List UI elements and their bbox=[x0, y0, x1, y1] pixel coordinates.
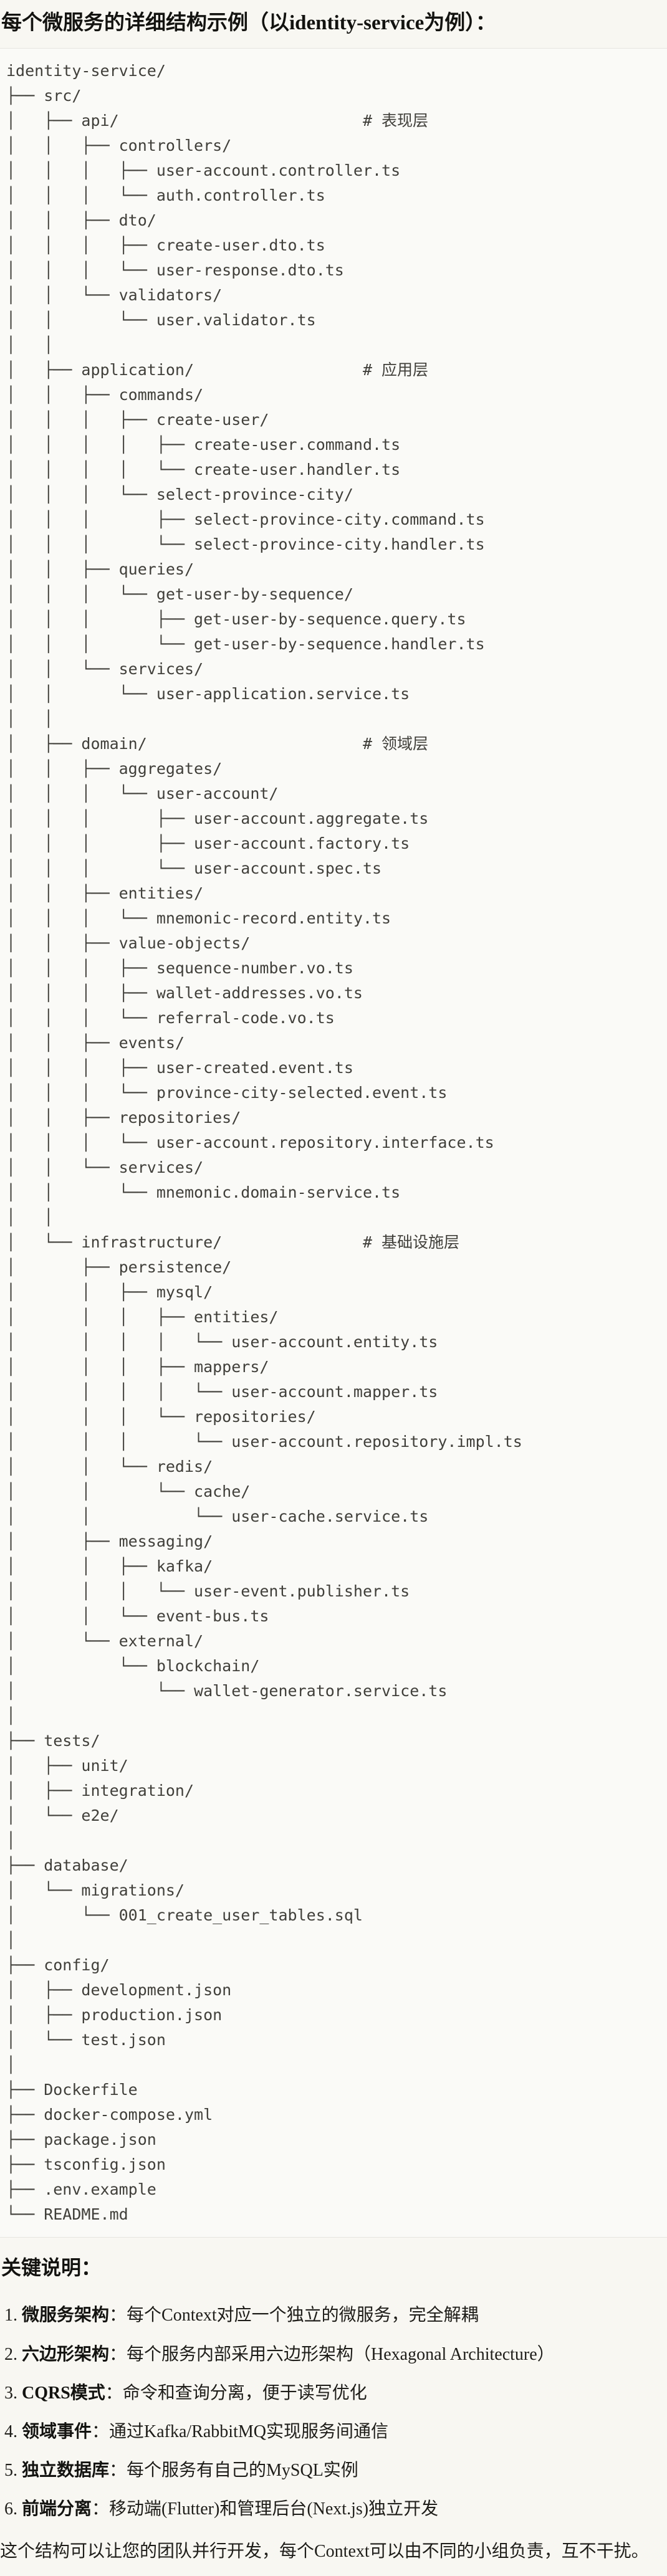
list-item-number: 4. bbox=[4, 2422, 17, 2442]
list-item-number: 5. bbox=[4, 2461, 17, 2481]
list-item-desc: ：通过Kafka/RabbitMQ实现服务间通信 bbox=[92, 2422, 388, 2442]
page-title: 每个微服务的详细结构示例（以identity-service为例）： bbox=[1, 12, 496, 34]
list-item-label: 独立数据库 bbox=[22, 2461, 110, 2481]
list-item-label: CQRS模式 bbox=[22, 2383, 105, 2403]
directory-tree: identity-service/ ├── src/ │ ├── api/ # … bbox=[6, 61, 522, 2223]
list-item-desc: ：移动端(Flutter)和管理后台(Next.js)独立开发 bbox=[92, 2499, 439, 2519]
list-item-desc: ：每个服务内部采用六边形架构（Hexagonal Architecture） bbox=[109, 2344, 555, 2364]
list-item-desc: ：每个Context对应一个独立的微服务，完全解耦 bbox=[109, 2306, 479, 2326]
list-item: 5.独立数据库：每个服务有自己的MySQL实例 bbox=[4, 2458, 663, 2483]
list-item: 6.前端分离：移动端(Flutter)和管理后台(Next.js)独立开发 bbox=[4, 2497, 663, 2521]
list-item-label: 六边形架构 bbox=[22, 2344, 110, 2364]
list-item: 1.微服务架构：每个Context对应一个独立的微服务，完全解耦 bbox=[4, 2303, 663, 2327]
list-item-label: 前端分离 bbox=[22, 2499, 92, 2519]
list-item-number: 3. bbox=[4, 2383, 17, 2403]
list-item-number: 2. bbox=[4, 2344, 17, 2364]
notes-heading: 关键说明： bbox=[1, 2256, 102, 2279]
directory-tree-code-block: identity-service/ ├── src/ │ ├── api/ # … bbox=[0, 47, 667, 2238]
list-item-label: 领域事件 bbox=[22, 2422, 92, 2442]
notes-list: 1.微服务架构：每个Context对应一个独立的微服务，完全解耦 2.六边形架构… bbox=[0, 2303, 667, 2521]
list-item-desc: ：每个服务有自己的MySQL实例 bbox=[109, 2461, 358, 2481]
list-item-number: 6. bbox=[4, 2499, 17, 2519]
list-item: 2.六边形架构：每个服务内部采用六边形架构（Hexagonal Architec… bbox=[4, 2342, 663, 2367]
list-item-desc: ：命令和查询分离，便于读写优化 bbox=[105, 2383, 367, 2403]
list-item-label: 微服务架构 bbox=[22, 2306, 110, 2326]
list-item: 4.领域事件：通过Kafka/RabbitMQ实现服务间通信 bbox=[4, 2420, 663, 2444]
list-item: 3.CQRS模式：命令和查询分离，便于读写优化 bbox=[4, 2381, 663, 2405]
footer-text: 这个结构可以让您的团队并行开发，每个Context可以由不同的小组负责，互不干扰… bbox=[0, 2541, 649, 2561]
list-item-number: 1. bbox=[4, 2306, 17, 2326]
